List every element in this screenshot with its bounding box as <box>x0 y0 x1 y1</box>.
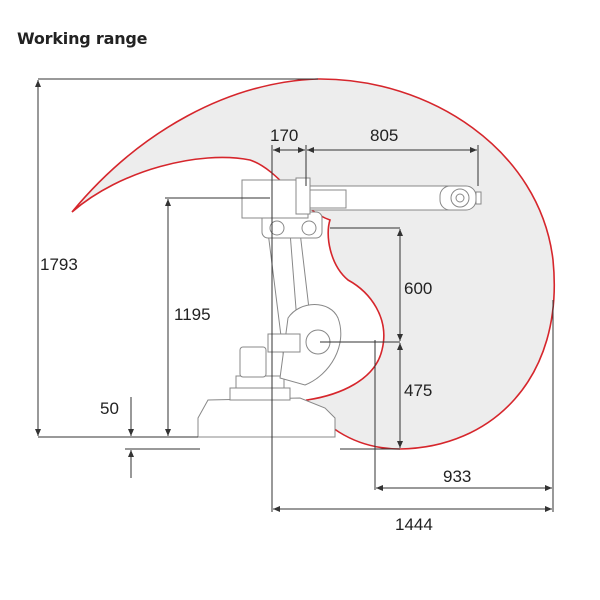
dim-label-max-height: 1793 <box>40 255 78 274</box>
dim-label-forearm-length: 805 <box>370 126 398 145</box>
robot-base <box>197 397 336 438</box>
base-motor <box>239 346 267 378</box>
dim-label-arm-length: 600 <box>404 279 432 298</box>
dimension-lines <box>35 78 554 512</box>
dim-label-wrist-height: 1195 <box>174 305 211 324</box>
robot-outline <box>197 177 482 438</box>
dim-label-shoulder-height: 475 <box>404 381 432 400</box>
working-envelope <box>71 78 556 450</box>
dim-label-inner-reach: 933 <box>443 467 471 486</box>
diagram-title: Working range <box>17 29 148 48</box>
dim-label-wrist-offset: 170 <box>270 126 298 145</box>
dim-label-max-reach: 1444 <box>395 515 433 534</box>
dim-label-base-offset: 50 <box>100 399 119 418</box>
